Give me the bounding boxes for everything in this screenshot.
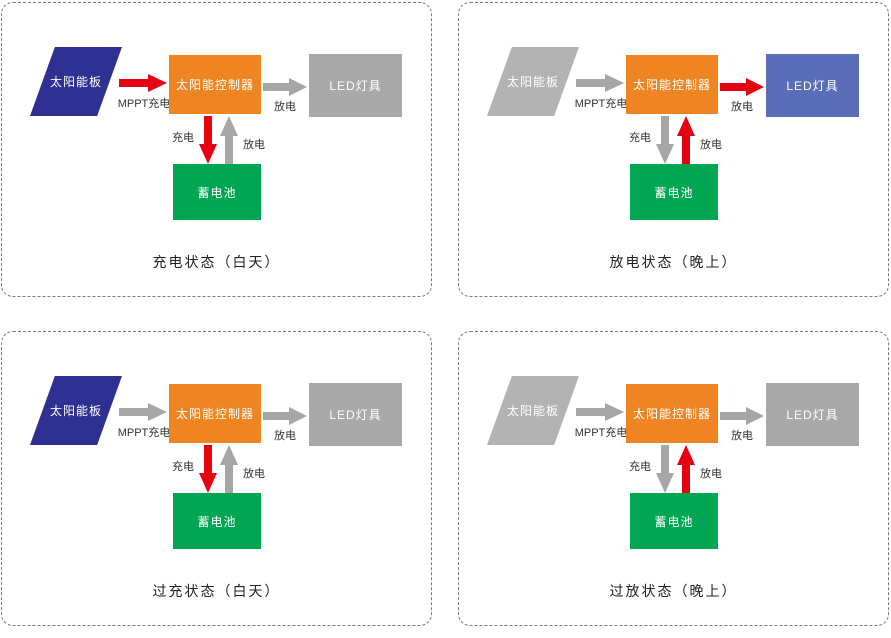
battery-charge-label: 充电 [172, 461, 194, 473]
battery-discharge-label: 放电 [700, 468, 722, 480]
load-discharge-label: 放电 [274, 101, 296, 113]
panel-caption: 放电状态（晚上） [609, 254, 738, 270]
battery-discharge-label: 放电 [243, 468, 265, 480]
solar-panel-label: 太阳能板 [49, 75, 102, 89]
controller-box: 太阳能控制器 [626, 55, 718, 114]
battery-label: 蓄电池 [197, 185, 237, 200]
controller-label: 太阳能控制器 [175, 407, 254, 421]
led-box: LED灯具 [766, 54, 859, 117]
battery-label: 蓄电池 [197, 514, 237, 529]
led-label: LED灯具 [329, 408, 382, 422]
battery-charge-arrow-icon [656, 116, 674, 164]
led-box: LED灯具 [766, 383, 859, 446]
led-label: LED灯具 [329, 79, 382, 93]
battery-charge-arrow-icon [199, 116, 217, 164]
solar-panel-label: 太阳能板 [506, 75, 559, 89]
solar-panel-label: 太阳能板 [49, 404, 102, 418]
panel-overdischarge-state: 太阳能板 MPPT充电 太阳能控制器 放电 LED灯具 充电 放电 蓄电池 过放… [458, 331, 889, 626]
panel-overcharge-state: 太阳能板 MPPT充电 太阳能控制器 放电 LED灯具 充电 放电 蓄电池 过充… [1, 331, 432, 626]
controller-box: 太阳能控制器 [626, 384, 718, 443]
panel-caption: 过放状态（晚上） [609, 583, 738, 599]
battery-discharge-arrow-icon [220, 116, 238, 164]
battery-label: 蓄电池 [654, 514, 694, 529]
battery-box: 蓄电池 [173, 493, 261, 549]
battery-discharge-arrow-icon [677, 116, 695, 164]
battery-label: 蓄电池 [654, 185, 694, 200]
load-discharge-label: 放电 [274, 430, 296, 442]
mppt-charge-label: MPPT充电 [574, 427, 628, 439]
mppt-charge-arrow-icon [119, 74, 167, 92]
mppt-charge-arrow-icon [576, 403, 624, 421]
battery-charge-label: 充电 [629, 461, 651, 473]
load-discharge-label: 放电 [731, 430, 753, 442]
panel-charging-state: 太阳能板 MPPT充电 太阳能控制器 放电 LED灯具 充电 放电 蓄电池 充电… [1, 2, 432, 297]
load-discharge-label: 放电 [731, 101, 753, 113]
controller-label: 太阳能控制器 [632, 407, 711, 421]
battery-discharge-arrow-icon [220, 445, 238, 493]
controller-box: 太阳能控制器 [169, 55, 261, 114]
battery-box: 蓄电池 [630, 164, 718, 220]
battery-box: 蓄电池 [173, 164, 261, 220]
panel-caption: 过充状态（白天） [152, 583, 281, 599]
controller-label: 太阳能控制器 [175, 78, 254, 92]
led-label: LED灯具 [786, 408, 839, 422]
battery-charge-arrow-icon [656, 445, 674, 493]
panel-caption: 充电状态（白天） [152, 254, 281, 270]
battery-charge-arrow-icon [199, 445, 217, 493]
battery-discharge-label: 放电 [700, 139, 722, 151]
controller-label: 太阳能控制器 [632, 78, 711, 92]
load-discharge-arrow-icon [720, 78, 764, 96]
mppt-charge-label: MPPT充电 [117, 427, 171, 439]
load-discharge-arrow-icon [720, 407, 764, 425]
battery-discharge-arrow-icon [677, 445, 695, 493]
mppt-charge-label: MPPT充电 [574, 98, 628, 110]
solar-panel-label: 太阳能板 [506, 404, 559, 418]
controller-box: 太阳能控制器 [169, 384, 261, 443]
battery-discharge-label: 放电 [243, 139, 265, 151]
led-box: LED灯具 [309, 54, 402, 117]
load-discharge-arrow-icon [263, 407, 307, 425]
battery-charge-label: 充电 [629, 132, 651, 144]
mppt-charge-label: MPPT充电 [117, 98, 171, 110]
mppt-charge-arrow-icon [576, 74, 624, 92]
panel-discharging-state: 太阳能板 MPPT充电 太阳能控制器 放电 LED灯具 充电 放电 蓄电池 放电… [458, 2, 889, 297]
led-box: LED灯具 [309, 383, 402, 446]
battery-charge-label: 充电 [172, 132, 194, 144]
mppt-charge-arrow-icon [119, 403, 167, 421]
battery-box: 蓄电池 [630, 493, 718, 549]
led-label: LED灯具 [786, 79, 839, 93]
load-discharge-arrow-icon [263, 78, 307, 96]
